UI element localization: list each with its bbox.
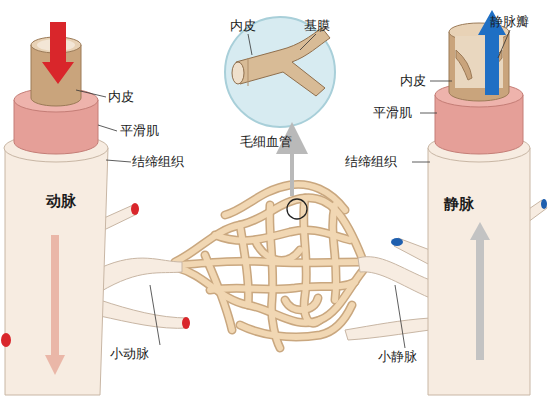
part-label: 静脉瓣: [490, 14, 529, 30]
capillary-network: [175, 184, 365, 348]
part-label: 小动脉: [110, 346, 149, 362]
part-label: 内皮: [400, 73, 426, 89]
magnified-capillary: [225, 17, 335, 219]
part-label: 结缔组织: [132, 154, 184, 170]
vein: [428, 10, 530, 395]
part-label: 毛细血管: [240, 134, 292, 150]
part-label: 静脉: [444, 195, 474, 213]
part-label: 平滑肌: [120, 123, 159, 139]
part-label: 动脉: [46, 192, 76, 210]
part-label: 结缔组织: [345, 154, 397, 170]
part-label: 内皮: [230, 18, 256, 34]
artery: [1, 22, 108, 395]
leader-lines: [76, 30, 510, 348]
part-label: 小静脉: [378, 349, 417, 365]
part-label: 平滑肌: [373, 105, 412, 121]
part-label: 内皮: [108, 89, 134, 105]
arteriole: [100, 203, 190, 329]
part-label: 基膜: [304, 18, 330, 34]
